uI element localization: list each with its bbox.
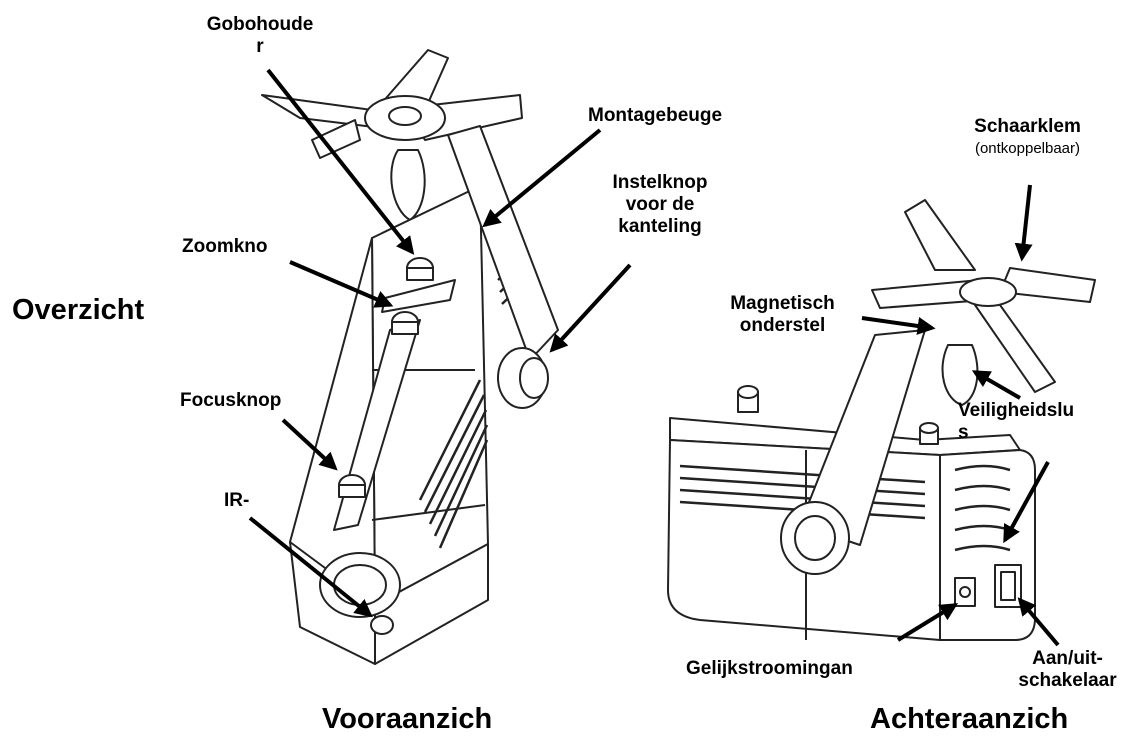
label-tilt-knob: Instelknop voor de kanteling: [612, 172, 708, 237]
arrow-dc-input: [896, 603, 959, 642]
label-mounting-bracket: Montagebeuge: [588, 105, 723, 126]
arrow-zoom-knob: [289, 260, 394, 308]
arrow-power-switch: [1017, 597, 1060, 647]
label-zoom-knob: Zoomkno: [182, 236, 268, 257]
arrow-tilt-knob: [549, 263, 632, 353]
arrow-gobo-holder: [266, 68, 415, 255]
overview-heading: Overzicht: [12, 294, 145, 326]
back-view-drawing: [667, 199, 1096, 641]
arrow-mounting-bracket: [482, 128, 602, 228]
front-mounting-bracket: [447, 125, 559, 361]
front-ir-sensor: [370, 615, 394, 635]
back-safety-loop: [941, 344, 979, 406]
label-power-switch: Aan/uit- schakelaar: [1018, 648, 1117, 691]
arrow-rear-grille: [1003, 461, 1050, 544]
arrow-ir: [248, 516, 373, 618]
arrow-safety-loop: [971, 370, 1022, 400]
back-scissor-clamp: [871, 199, 1096, 393]
front-safety-loop: [390, 149, 426, 221]
label-scissor-clamp: Schaarklem (ontkoppelbaar): [974, 116, 1081, 157]
arrow-focus-knob: [281, 418, 338, 471]
front-side-vents: [418, 259, 524, 549]
label-gobo-holder: Gobohoude r: [206, 14, 314, 57]
arrow-scissor-clamp: [1014, 184, 1033, 262]
leader-arrows: [248, 68, 1060, 647]
front-scissor-clamp: [261, 49, 523, 159]
arrow-magnetic-base: [861, 316, 936, 335]
label-focus-knob: Focusknop: [180, 390, 282, 411]
front-knobs: [338, 257, 549, 498]
front-housing: [289, 185, 489, 665]
label-magnetic-base: Magnetisch onderstel: [730, 293, 835, 336]
front-view-title: Vooraanzich: [322, 703, 493, 735]
front-view-drawing: [261, 49, 559, 665]
back-view-title: Achteraanzich: [870, 703, 1069, 735]
label-safety-loop: Veiligheidslu s: [958, 400, 1075, 443]
label-ir: IR-: [224, 490, 250, 511]
label-dc-input: Gelijkstroomingan: [686, 658, 853, 679]
